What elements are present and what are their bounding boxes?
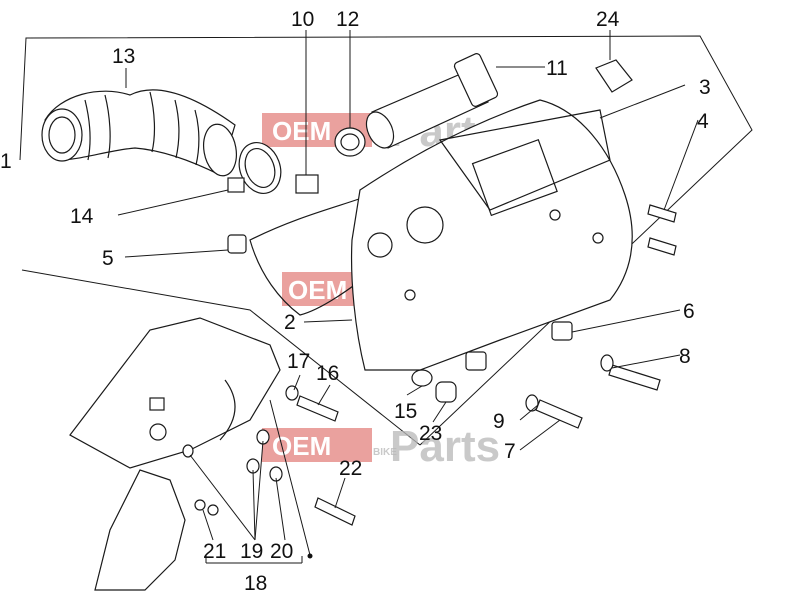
svg-text:OEM: OEM (272, 116, 331, 146)
clip-nut-part (295, 174, 319, 194)
bushing-part (227, 234, 247, 254)
clip-part (595, 59, 633, 93)
breather-tube-part (365, 53, 499, 149)
svg-text:OEM: OEM (272, 431, 331, 461)
leader-lines (117, 30, 699, 564)
callout-17: 17 (287, 350, 310, 373)
callout-3: 3 (699, 76, 711, 99)
callout-23: 23 (419, 422, 442, 445)
svg-text:BIKE: BIKE (373, 447, 397, 458)
svg-text:Parts: Parts (390, 422, 500, 471)
callout-20: 20 (270, 540, 293, 563)
callout-7: 7 (504, 440, 516, 463)
callout-14: 14 (70, 205, 94, 228)
intake-hose-part (41, 89, 237, 177)
assembly-bracket-lower (21, 269, 421, 446)
air-filter-housing-part (350, 99, 633, 371)
assembly-bracket-line (19, 35, 753, 446)
callout-22: 22 (339, 457, 362, 480)
spacers-part (465, 321, 573, 371)
reference-dot (307, 553, 313, 559)
svg-text:OEM: OEM (288, 275, 347, 305)
callout-5: 5 (102, 247, 114, 270)
callout-18: 18 (244, 572, 267, 595)
callout-6: 6 (683, 300, 695, 323)
watermark-bottom: OEM BIKE Parts (262, 422, 500, 471)
callout-8: 8 (679, 345, 691, 368)
callout-13: 13 (112, 45, 135, 68)
callout-1: 1 (0, 150, 12, 173)
callout-2: 2 (284, 311, 296, 334)
callout-4: 4 (697, 110, 709, 133)
hose-clip-part (411, 369, 433, 387)
hose-clamp-part (227, 142, 282, 194)
callout-9: 9 (493, 410, 505, 433)
callout-24: 24 (596, 8, 620, 31)
lower-cover-part (69, 317, 356, 591)
callout-11: 11 (546, 57, 568, 80)
callout-12: 12 (336, 8, 359, 31)
callout-10: 10 (291, 8, 314, 31)
drain-plug-part (435, 381, 457, 403)
callout-labels: 1 2 3 4 5 6 7 8 9 10 11 12 13 14 15 16 1… (0, 8, 711, 595)
small-clamp-part (334, 127, 366, 157)
callout-21: 21 (203, 540, 226, 563)
callout-16: 16 (316, 362, 339, 385)
callout-15: 15 (394, 400, 417, 423)
callout-19: 19 (240, 540, 263, 563)
housing-screws-part (647, 204, 677, 256)
bolts-washers-part (525, 354, 661, 429)
